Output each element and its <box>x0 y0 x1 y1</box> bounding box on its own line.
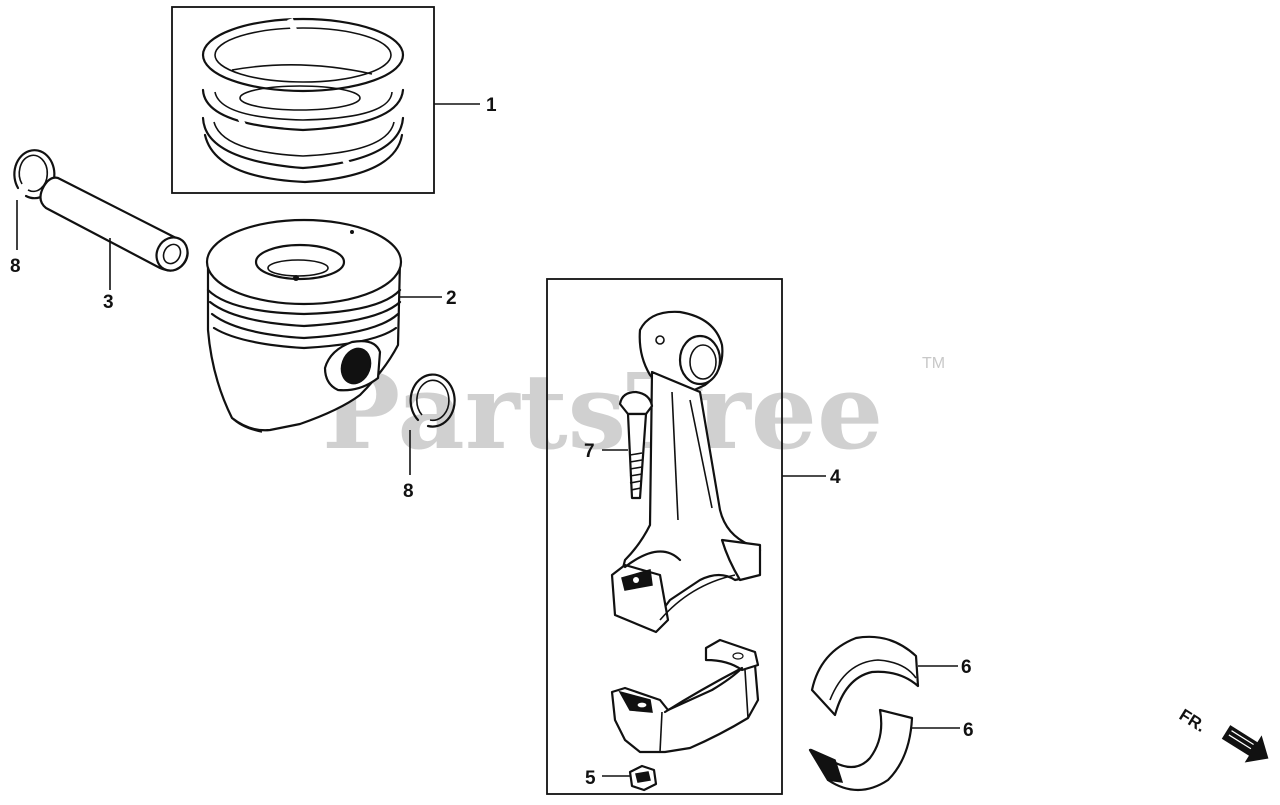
rod-bolt-part[interactable]: 7 <box>584 390 654 500</box>
piston-pin-part[interactable]: 3 <box>39 176 193 313</box>
connecting-rod-assembly-part[interactable]: 4 <box>546 278 841 795</box>
callout-8-left[interactable]: 8 <box>10 256 21 277</box>
callout-4[interactable]: 4 <box>830 467 841 488</box>
callout-6-upper[interactable]: 6 <box>961 657 972 678</box>
callout-6-lower[interactable]: 6 <box>963 720 974 741</box>
callout-8-right[interactable]: 8 <box>403 481 414 502</box>
watermark-trademark: TM <box>922 355 945 372</box>
front-direction-label: FR. <box>1176 705 1209 736</box>
bearing-lower-part[interactable]: 6 <box>808 708 974 791</box>
watermark-text: PartsTree <box>322 350 883 473</box>
callout-5[interactable]: 5 <box>585 768 596 789</box>
bearing-upper-part[interactable]: 6 <box>810 635 972 717</box>
clip-left-part[interactable]: 8 <box>10 149 56 277</box>
piston-ring-set-part[interactable]: 1 <box>171 6 497 194</box>
rod-nut-part[interactable]: 5 <box>585 764 658 792</box>
front-direction-arrow-icon <box>1221 725 1269 763</box>
clip-right-part[interactable]: 8 <box>403 373 456 502</box>
piston-part[interactable]: 2 <box>205 218 457 433</box>
callout-3[interactable]: 3 <box>103 292 114 313</box>
connecting-rod-box <box>546 278 783 795</box>
piston-ring-set-box <box>171 6 435 194</box>
watermark: PartsTree TM <box>322 350 945 473</box>
callout-7[interactable]: 7 <box>584 441 595 462</box>
callout-1[interactable]: 1 <box>486 95 497 116</box>
front-direction-indicator: FR. <box>1176 705 1269 763</box>
callout-2[interactable]: 2 <box>446 288 457 309</box>
